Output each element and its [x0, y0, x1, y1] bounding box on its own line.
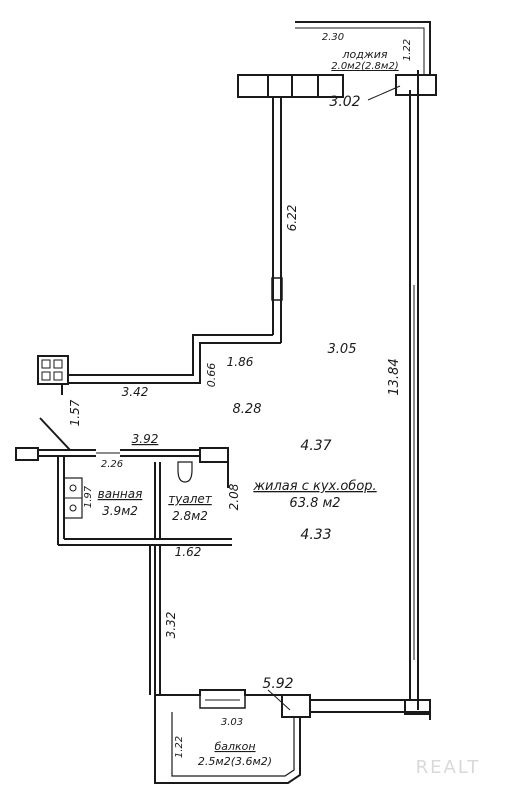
- dim-bath-197: 1.97: [83, 485, 94, 508]
- dim-balcony-303: 3.03: [221, 717, 243, 728]
- balcony-outline-outer: [154, 695, 301, 784]
- toilet-top-block: [199, 447, 229, 463]
- dim-height-305: 3.05: [328, 342, 357, 357]
- loggia-area: 2.0м2(2.8м2): [331, 61, 398, 72]
- bath-left-stub: [15, 447, 39, 461]
- sink-drain: [69, 484, 77, 492]
- vent-cell-2: [53, 359, 63, 369]
- dim-step-186: 1.86: [227, 355, 254, 369]
- dim-wall-157: 1.57: [68, 399, 82, 426]
- balcony-name: балкон: [214, 740, 255, 753]
- leader-592: [267, 689, 291, 711]
- dim-corridor-162: 1.62: [175, 545, 202, 559]
- dim-wall-622: 6.22: [285, 205, 299, 232]
- loggia-door-block: [395, 74, 437, 96]
- bathroom-name: ванная: [98, 487, 143, 501]
- dim-corridor-332: 3.32: [164, 612, 178, 639]
- dim-balcony-122: 1.22: [174, 736, 185, 758]
- loggia-wall-block: [237, 74, 344, 98]
- dim-top-length: 3.02: [329, 94, 360, 110]
- step-wall-outer: [68, 334, 273, 376]
- dim-step-066: 0.66: [205, 363, 218, 388]
- walls: [15, 21, 437, 784]
- balcony-outline-inner: [171, 712, 295, 777]
- vent-cell-3: [41, 371, 51, 381]
- dim-loggia-width: 2.30: [322, 32, 344, 43]
- leader-302: [367, 85, 401, 101]
- watermark: REALT: [416, 757, 481, 778]
- balcony-door-block: [199, 689, 246, 709]
- dim-loggia-depth: 1.22: [402, 39, 413, 61]
- dim-wall-342: 3.42: [122, 385, 149, 399]
- dim-width-433: 4.33: [300, 527, 331, 543]
- wall-622-window: [271, 277, 283, 301]
- dim-width-828: 8.28: [233, 402, 262, 417]
- toilet-area: 2.8м2: [172, 509, 208, 523]
- living-area: 63.8 м2: [289, 496, 340, 511]
- bottom-right-block: [281, 694, 311, 718]
- loggia-inner: [295, 27, 425, 75]
- dim-toilet-208: 2.08: [227, 483, 241, 510]
- step-wall-inner: [68, 342, 281, 384]
- living-name: жилая с кух.обор.: [252, 479, 376, 494]
- tub-drain: [69, 504, 77, 512]
- vent-cell-1: [41, 359, 51, 369]
- dim-right-length: 13.84: [387, 358, 402, 395]
- toilet-bowl: [177, 461, 193, 483]
- dim-bottom-592: 5.92: [262, 676, 293, 692]
- bathroom-area: 3.9м2: [102, 504, 138, 518]
- dim-wall-392: 3.92: [132, 432, 159, 446]
- toilet-name: туалет: [168, 492, 212, 506]
- dim-width-437: 4.37: [300, 438, 331, 454]
- corner-block: [404, 699, 431, 715]
- balcony-area: 2.5м2(3.6м2): [198, 755, 272, 768]
- vent-block: [37, 355, 69, 385]
- diagonal-wall: [39, 417, 71, 451]
- vent-cell-4: [53, 371, 63, 381]
- dim-bath-226: 2.26: [101, 459, 123, 470]
- loggia-outline: [295, 21, 431, 75]
- loggia-name: лоджия: [341, 48, 387, 61]
